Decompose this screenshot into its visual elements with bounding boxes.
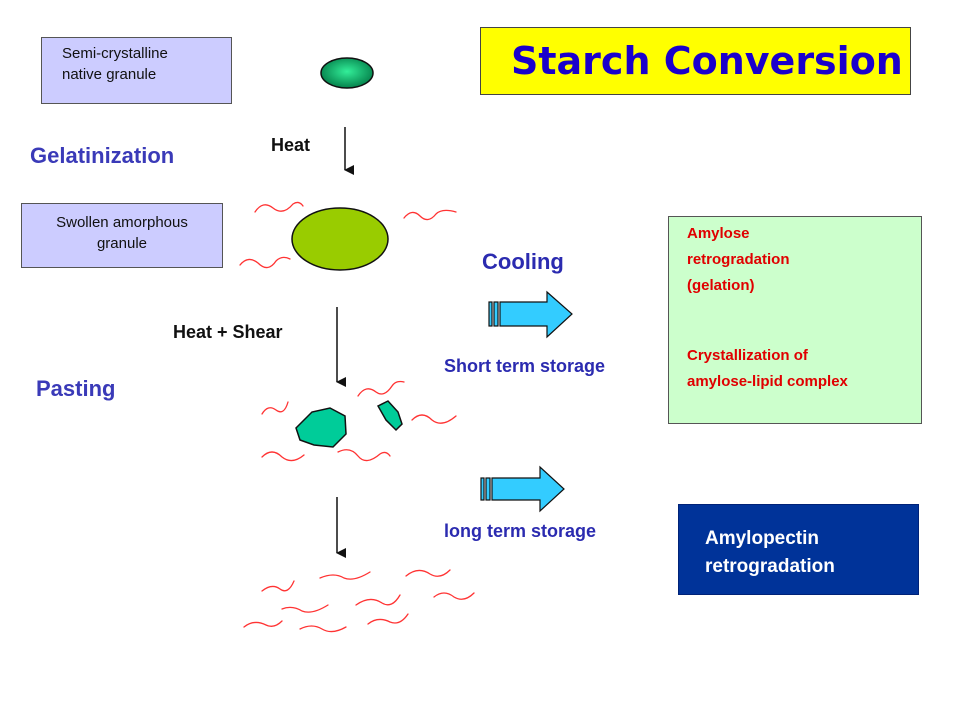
right-block-arrow-icon — [480, 465, 565, 513]
crystallization-line2: amylose-lipid complex — [687, 373, 848, 390]
amylose-retrogradation-box: Amylose retrogradation (gelation) Crysta… — [668, 216, 922, 424]
page-title: Starch Conversion — [511, 39, 903, 83]
crystallization-line1: Crystallization of — [687, 347, 808, 364]
long-term-storage-label: long term storage — [444, 521, 597, 541]
title-box: Starch Conversion — [480, 27, 911, 95]
amylose-line2: retrogradation — [687, 251, 790, 268]
amylopectin-line2: retrogradation — [705, 556, 835, 577]
amylopectin-retrogradation-box: Amylopectin retrogradation — [678, 504, 919, 595]
granule-fragment-shape — [376, 400, 403, 432]
heat-shear-label: Heat + Shear — [173, 322, 283, 342]
cooling-label: Cooling — [482, 249, 564, 274]
native-granule-line1: Semi-crystalline — [62, 45, 168, 62]
right-block-arrow-icon — [488, 290, 573, 339]
amylose-line3: (gelation) — [687, 277, 755, 294]
granule-fragment-shape — [295, 407, 347, 448]
native-granule-line2: native granule — [62, 66, 157, 83]
native-granule-shape — [320, 57, 374, 89]
heat-label: Heat — [271, 135, 311, 155]
short-term-storage-label: Short term storage — [444, 356, 606, 376]
amylose-line1: Amylose — [687, 225, 750, 242]
amylopectin-line1: Amylopectin — [705, 528, 820, 549]
swollen-granule-shape — [291, 207, 389, 271]
native-granule-box: Semi-crystalline native granule — [41, 37, 232, 104]
swollen-granule-line1: Swollen amorphous — [56, 214, 188, 231]
amylose-strands — [239, 201, 457, 269]
gelatinization-label: Gelatinization — [30, 143, 175, 168]
amylose-strands — [261, 380, 457, 462]
swollen-granule-line2: granule — [96, 235, 148, 252]
amylose-strands — [243, 569, 475, 633]
pasting-label: Pasting — [36, 376, 116, 401]
swollen-granule-box: Swollen amorphous granule — [21, 203, 223, 268]
